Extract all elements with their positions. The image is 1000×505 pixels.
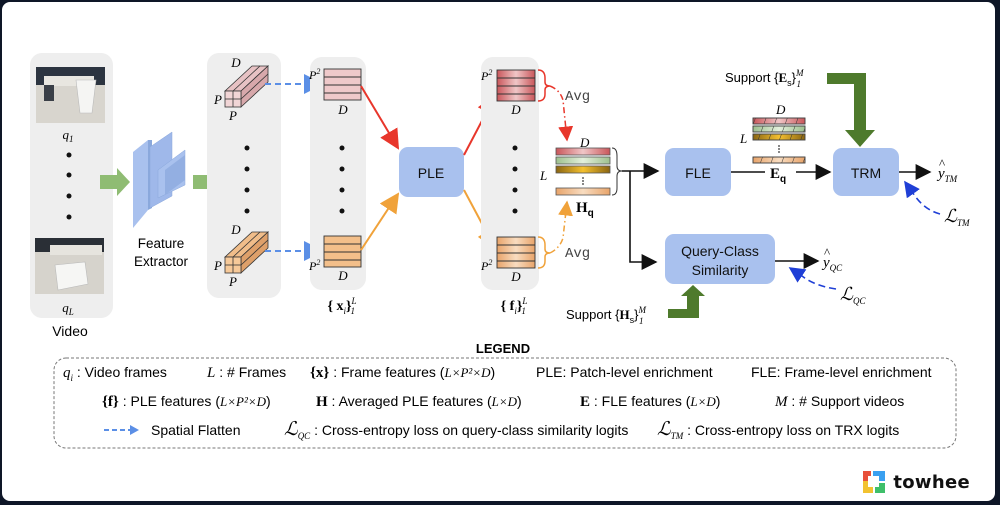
avg-brace <box>537 69 551 102</box>
support-h-arrow-icon <box>668 285 705 318</box>
dim-D: D <box>775 102 786 117</box>
avg-arrow <box>549 200 573 254</box>
dim-P2: P2 <box>308 67 320 82</box>
legend-box <box>53 357 957 449</box>
dim-P2: P2 <box>308 258 320 273</box>
legend-row-3: Spatial Flatten ℒQC : Cross-entropy loss… <box>151 419 899 441</box>
query-class-similarity-block <box>665 234 775 284</box>
arrow-to-qcs <box>629 171 658 270</box>
dim-P: P <box>228 108 237 123</box>
dim-D: D <box>579 135 590 150</box>
feature-extractor-icon <box>133 131 186 228</box>
dim-P: P <box>213 258 222 273</box>
dim-D: D <box>230 55 241 70</box>
feature-extractor-label-1: Feature <box>138 236 185 251</box>
eq-stack <box>752 117 806 164</box>
dim-L: L <box>539 168 547 183</box>
y-tm-hat: ^ <box>939 156 945 171</box>
patch-ellipsis <box>244 145 250 214</box>
hq-label: Hq <box>576 200 594 219</box>
ple-features-panel <box>481 57 539 290</box>
support-e-arrow-icon <box>827 73 875 147</box>
loss-qc-label: ℒQC <box>840 284 866 306</box>
towhee-logo-icon <box>863 471 886 493</box>
frame-label-q1: q1 <box>63 127 74 144</box>
dim-D: D <box>230 222 241 237</box>
legend-title: LEGEND <box>476 341 530 356</box>
y-qc-hat: ^ <box>824 245 830 260</box>
dim-D: D <box>510 102 521 117</box>
avg-label: Avg <box>565 89 590 105</box>
spatial-flatten-arrowhead-icon <box>130 425 139 435</box>
y-qc-output: yQC <box>821 255 843 273</box>
dim-L: L <box>739 131 747 146</box>
dim-P2: P2 <box>480 68 492 83</box>
loss-tm-label: ℒTM <box>944 206 970 228</box>
avg-arrow <box>549 85 574 142</box>
frame-feature-first <box>323 68 362 101</box>
eq-label: Eq <box>770 166 786 185</box>
patch-cube-first <box>223 65 270 108</box>
frame-feature-last <box>323 235 362 268</box>
trm-block <box>833 148 899 196</box>
ple-label: PLE <box>418 165 444 181</box>
qcs-label-2: Similarity <box>692 262 749 278</box>
loss-qc-arrow <box>788 267 837 290</box>
y-tm-output: yTM <box>936 166 958 184</box>
frame-feature-ellipsis <box>339 145 345 214</box>
dim-D: D <box>337 102 348 117</box>
loss-tm-arrow <box>904 180 941 215</box>
dim-D: D <box>337 268 348 283</box>
hq-brace <box>611 147 623 196</box>
fle-block <box>665 148 731 196</box>
patch-cube-last <box>223 231 270 274</box>
avg-label: Avg <box>565 246 590 262</box>
eq-ellipsis <box>778 145 780 153</box>
arrow-to-ple <box>360 192 400 251</box>
dim-D: D <box>510 269 521 284</box>
video-label: Video <box>52 323 88 339</box>
hq-stack <box>555 147 611 196</box>
avg-brace <box>537 236 551 269</box>
ple-feature-last <box>496 236 536 269</box>
feature-extractor-label-2: Extractor <box>134 254 189 269</box>
ple-feature-ellipsis <box>512 145 518 214</box>
arrow-to-ple <box>360 85 400 150</box>
trm-label: TRM <box>851 165 881 181</box>
video-ellipsis <box>66 152 72 220</box>
dim-P: P <box>213 92 222 107</box>
dim-P2: P2 <box>480 258 492 273</box>
ple-block <box>399 147 464 197</box>
qcs-label-1: Query-Class <box>681 243 759 259</box>
green-arrow-icon <box>100 168 130 196</box>
legend-row-1: qi : Video frames L : # Frames {x} : Fra… <box>63 364 932 383</box>
hq-ellipsis <box>582 177 584 185</box>
legend-row-2: {f} : PLE features (L×P²×D) H : Averaged… <box>102 393 904 410</box>
video-frame-last <box>35 238 104 294</box>
fle-label: FLE <box>685 165 711 181</box>
dim-P: P <box>228 274 237 289</box>
towhee-logo: towhee <box>863 471 970 493</box>
frame-label-qL: qL <box>62 300 74 317</box>
ple-feature-first <box>496 69 536 102</box>
brand-name: towhee <box>893 471 970 493</box>
video-frame-first <box>36 67 105 123</box>
frame-features-panel <box>310 57 366 290</box>
